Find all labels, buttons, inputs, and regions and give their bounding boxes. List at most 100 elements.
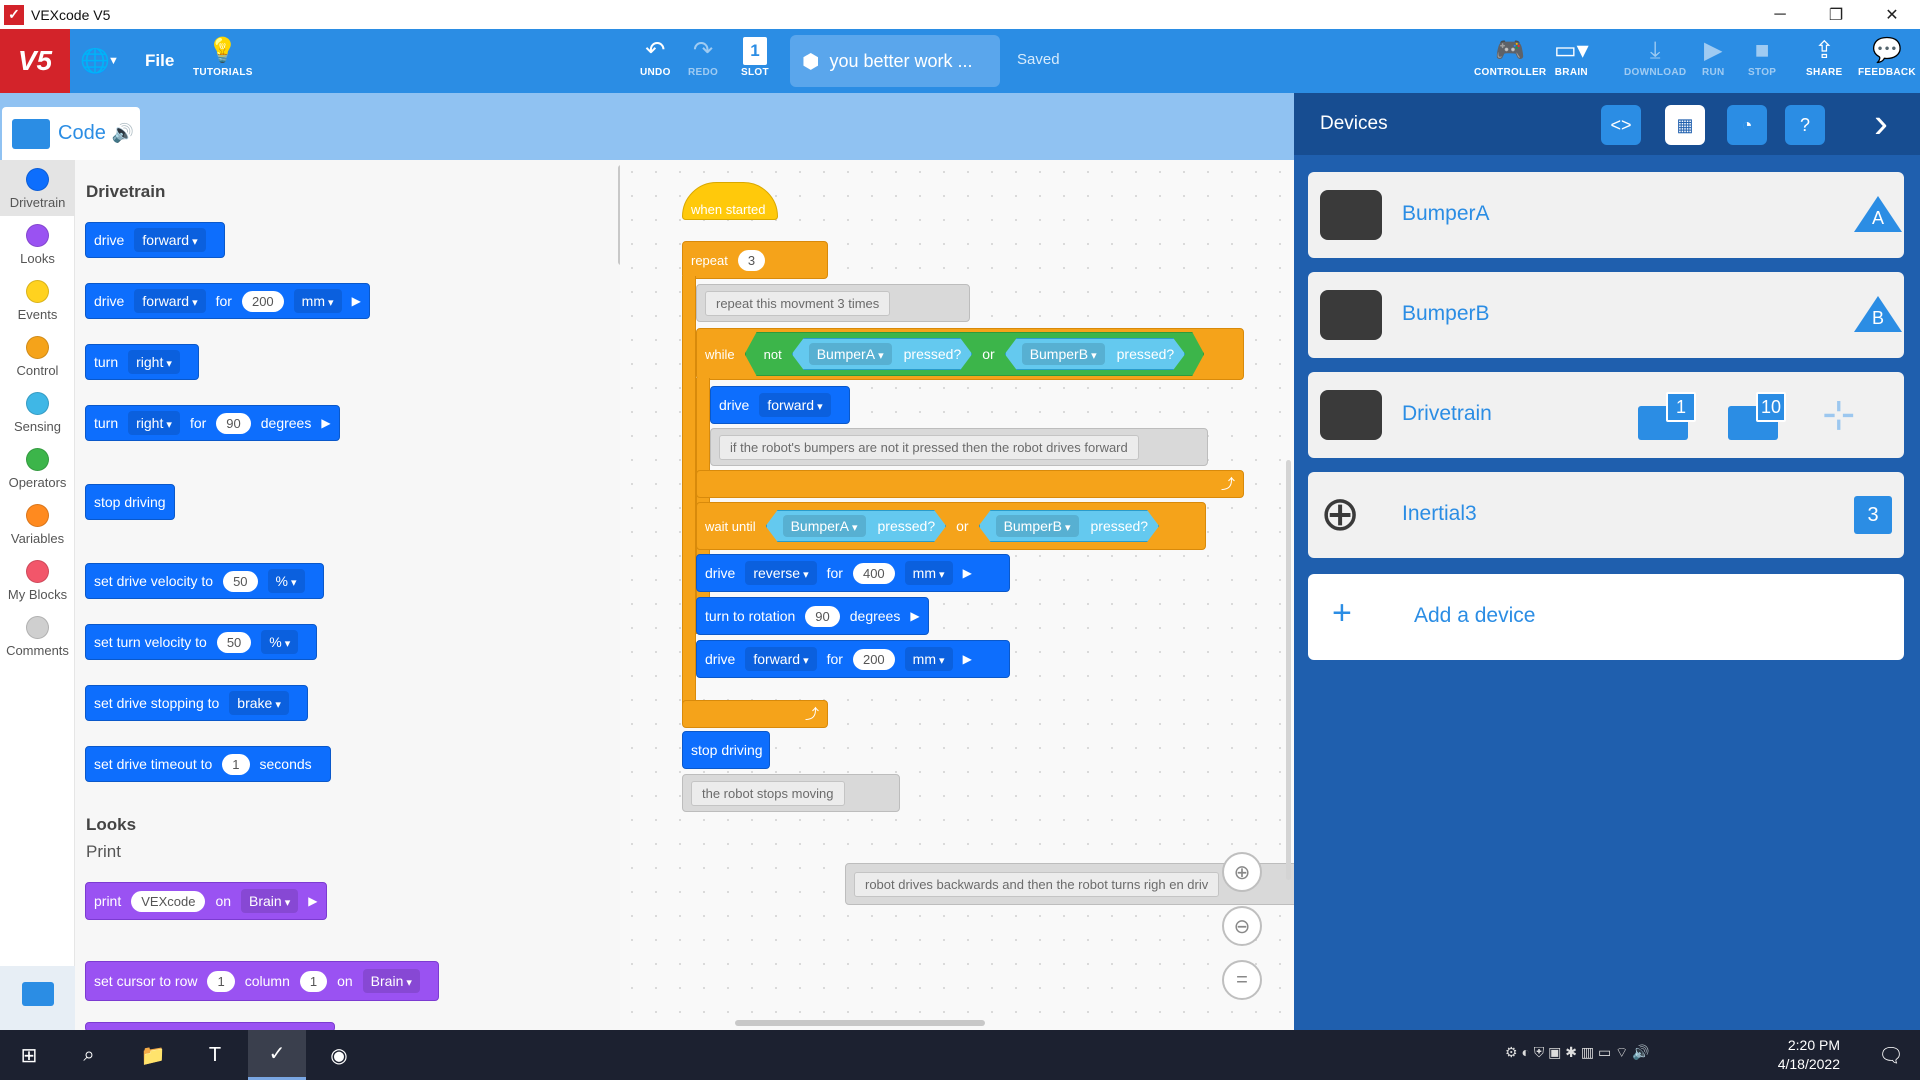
unit-dropdown[interactable]: mm xyxy=(904,647,953,671)
feedback-button[interactable]: 💬 FEEDBACK xyxy=(1858,35,1916,78)
set-drive-timeout-block[interactable]: set drive timeout to 1 seconds xyxy=(85,746,331,782)
category-operators[interactable]: Operators xyxy=(0,440,75,496)
globe-icon[interactable]: 🌐 xyxy=(80,48,110,75)
play-icon[interactable]: ▶ xyxy=(962,566,972,580)
wait-until-block[interactable]: wait until BumperA pressed? or BumperB p… xyxy=(696,502,1206,550)
drive-block[interactable]: drive forward xyxy=(85,222,225,258)
column-input[interactable]: 1 xyxy=(299,970,328,992)
dashboard-icon[interactable]: ◔ xyxy=(1727,105,1767,145)
slot-button[interactable]: 1 SLOT xyxy=(741,35,769,78)
stop-driving-block[interactable]: stop driving xyxy=(682,731,770,769)
category-variables[interactable]: Variables xyxy=(0,496,75,552)
category-events[interactable]: Events xyxy=(0,272,75,328)
distance-input[interactable]: 400 xyxy=(852,562,895,584)
category-comments[interactable]: Comments xyxy=(0,608,75,664)
add-device-button[interactable]: + Add a device xyxy=(1308,574,1904,660)
undo-button[interactable]: ↶ UNDO xyxy=(640,35,671,78)
share-button[interactable]: ⇪ SHARE xyxy=(1806,35,1843,78)
set-drive-velocity-block[interactable]: set drive velocity to 50 % xyxy=(85,563,324,599)
drive-for-block[interactable]: drive forward for 200 mm ▶ xyxy=(85,283,370,319)
search-icon[interactable]: ⌕ xyxy=(83,1043,95,1066)
print-block[interactable]: print VEXcode on Brain ▶ xyxy=(85,882,327,920)
zoom-reset-button[interactable]: = xyxy=(1222,960,1262,1000)
timeout-input[interactable]: 1 xyxy=(222,753,250,775)
chevron-right-icon[interactable]: › xyxy=(1874,99,1888,146)
set-drive-stopping-block[interactable]: set drive stopping to brake xyxy=(85,685,308,721)
play-icon[interactable]: ▶ xyxy=(910,609,920,623)
stop-button[interactable]: ■ STOP xyxy=(1748,35,1776,78)
distance-input[interactable]: 200 xyxy=(241,290,284,312)
repeat-count-input[interactable]: 3 xyxy=(737,249,766,271)
download-button[interactable]: ⤓ DOWNLOAD xyxy=(1624,35,1686,78)
redo-button[interactable]: ↷ REDO xyxy=(688,35,718,78)
comment-block[interactable]: if the robot's bumpers are not it presse… xyxy=(710,428,1208,466)
code-workspace[interactable]: when started repeat 3 ⤴ repeat this movm… xyxy=(620,160,1294,1030)
notifications-icon[interactable]: 🗨 xyxy=(1878,1044,1904,1067)
taskbar-clock[interactable]: 2:20 PM 4/18/2022 xyxy=(1760,1036,1840,1074)
workspace-vertical-scrollbar[interactable] xyxy=(1286,460,1291,880)
turn-direction-dropdown[interactable]: right xyxy=(128,411,180,435)
repeat-block[interactable]: repeat 3 xyxy=(682,241,828,279)
unit-dropdown[interactable]: mm xyxy=(904,561,953,585)
chevron-down-icon[interactable]: ▼ xyxy=(108,55,119,67)
devices-icon[interactable]: ▦ xyxy=(1665,105,1705,145)
brain-button[interactable]: ▭▾ BRAIN xyxy=(1554,35,1589,78)
speaker-icon[interactable]: 🔊 xyxy=(111,123,135,143)
looks-block-partial[interactable] xyxy=(85,1022,335,1030)
code-tab[interactable]: Code 🔊 xyxy=(2,107,140,160)
workspace-horizontal-scrollbar[interactable] xyxy=(735,1020,985,1026)
comment-block[interactable]: repeat this movment 3 times xyxy=(696,284,970,322)
comment-text[interactable]: repeat this movment 3 times xyxy=(705,290,891,316)
maximize-button[interactable]: ❐ xyxy=(1828,6,1844,24)
device-card-inertial3[interactable]: ⊕ Inertial3 3 xyxy=(1308,472,1904,558)
close-button[interactable]: ✕ xyxy=(1885,6,1899,24)
rotation-input[interactable]: 90 xyxy=(805,605,840,627)
category-my-blocks[interactable]: My Blocks xyxy=(0,552,75,608)
comment-text[interactable]: if the robot's bumpers are not it presse… xyxy=(719,434,1139,460)
cursor-target-dropdown[interactable]: Brain xyxy=(362,969,420,993)
run-button[interactable]: ▶ RUN xyxy=(1702,35,1725,78)
while-block[interactable]: while not BumperA pressed? or BumperB pr… xyxy=(696,328,1244,380)
unit-dropdown[interactable]: % xyxy=(261,630,299,654)
help-icon[interactable]: ? xyxy=(1785,105,1825,145)
direction-dropdown[interactable]: reverse xyxy=(745,561,817,585)
category-control[interactable]: Control xyxy=(0,328,75,384)
turn-for-block[interactable]: turn right for 90 degrees ▶ xyxy=(85,405,340,441)
category-looks[interactable]: Looks xyxy=(0,216,75,272)
comment-block[interactable]: robot drives backwards and then the robo… xyxy=(845,863,1294,905)
set-turn-velocity-block[interactable]: set turn velocity to 50 % xyxy=(85,624,318,660)
direction-dropdown[interactable]: forward xyxy=(134,228,206,252)
project-name-field[interactable]: ⬢ you better work ... xyxy=(790,35,1000,87)
file-explorer-icon[interactable]: 📁 xyxy=(140,1044,166,1067)
comment-text[interactable]: robot drives backwards and then the robo… xyxy=(854,871,1220,897)
zoom-out-button[interactable]: ⊖ xyxy=(1222,906,1262,946)
vexcode-taskbar-icon[interactable]: ✓ xyxy=(248,1030,306,1080)
drive-for-block[interactable]: drive forward for 200 mm ▶ xyxy=(696,640,1010,678)
print-target-dropdown[interactable]: Brain xyxy=(241,889,299,913)
teams-icon[interactable]: T xyxy=(208,1043,222,1066)
direction-dropdown[interactable]: forward xyxy=(759,393,831,417)
comment-block[interactable]: the robot stops moving xyxy=(682,774,900,812)
play-icon[interactable]: ▶ xyxy=(351,294,361,308)
bumper-dropdown[interactable]: BumperB xyxy=(996,515,1079,537)
when-started-block[interactable]: when started xyxy=(682,182,778,220)
category-drivetrain[interactable]: Drivetrain xyxy=(0,160,75,216)
unit-dropdown[interactable]: % xyxy=(267,569,305,593)
device-card-bumpera[interactable]: BumperA A xyxy=(1308,172,1904,258)
bumper-pressed-sensor[interactable]: BumperB pressed? xyxy=(1005,338,1186,370)
tray-icons[interactable]: ⚙ ◐ ⛨ ▣ ✱ ▥ ▭ ⌔ 🔊 xyxy=(1505,1044,1650,1060)
device-card-bumperb[interactable]: BumperB B xyxy=(1308,272,1904,358)
unit-dropdown[interactable]: mm xyxy=(293,289,342,313)
bumper-pressed-sensor[interactable]: BumperA pressed? xyxy=(792,338,973,370)
start-windows-icon[interactable]: ⊞ xyxy=(20,1044,38,1067)
category-sensing[interactable]: Sensing xyxy=(0,384,75,440)
not-operator[interactable]: not BumperA pressed? or BumperB pressed? xyxy=(745,332,1205,376)
turn-to-rotation-block[interactable]: turn to rotation 90 degrees ▶ xyxy=(696,597,929,635)
file-menu[interactable]: File xyxy=(145,51,175,70)
distance-input[interactable]: 200 xyxy=(852,648,895,670)
velocity-input[interactable]: 50 xyxy=(223,570,258,592)
device-card-drivetrain[interactable]: Drivetrain 1 10 ⊹ xyxy=(1308,372,1904,458)
tutorials-button[interactable]: 💡 TUTORIALS xyxy=(193,35,253,78)
play-icon[interactable]: ▶ xyxy=(308,894,318,908)
angle-input[interactable]: 90 xyxy=(216,412,251,434)
